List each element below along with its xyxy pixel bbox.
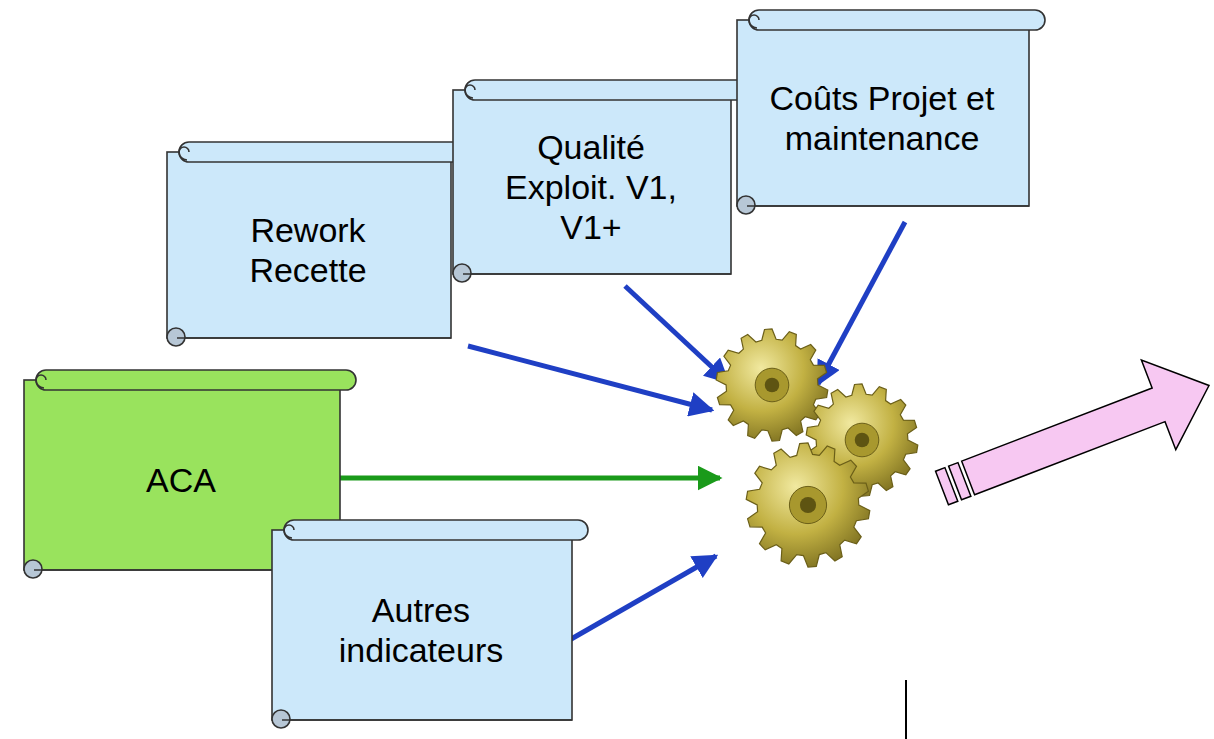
scroll-box: Autres indicateurs [268, 518, 590, 732]
gear [746, 443, 870, 567]
input-arrow [818, 222, 905, 384]
box-label: Rework Recette [193, 210, 423, 290]
text-area: Qualité Exploit. V1, V1+ [455, 104, 727, 270]
input-arrow [332, 476, 720, 481]
box-label: Coûts Projet et maintenance [762, 78, 1002, 158]
box-label: Qualité Exploit. V1, V1+ [491, 127, 691, 247]
box-label: Autres indicateurs [291, 590, 551, 670]
gear [716, 329, 828, 441]
input-arrow [468, 346, 712, 410]
box-label: ACA [51, 460, 311, 500]
input-arrow [566, 556, 716, 642]
scroll-box: Rework Recette [163, 140, 469, 350]
stray-line [905, 680, 907, 739]
text-area: Coûts Projet et maintenance [739, 34, 1025, 202]
text-area: Autres indicateurs [274, 544, 568, 716]
scroll-box: Qualité Exploit. V1, V1+ [449, 78, 749, 286]
scroll-box: Coûts Projet et maintenance [733, 8, 1047, 218]
gears [716, 329, 918, 567]
text-area: Rework Recette [169, 166, 447, 334]
output-arrow [925, 341, 1214, 533]
input-arrow [625, 286, 728, 382]
